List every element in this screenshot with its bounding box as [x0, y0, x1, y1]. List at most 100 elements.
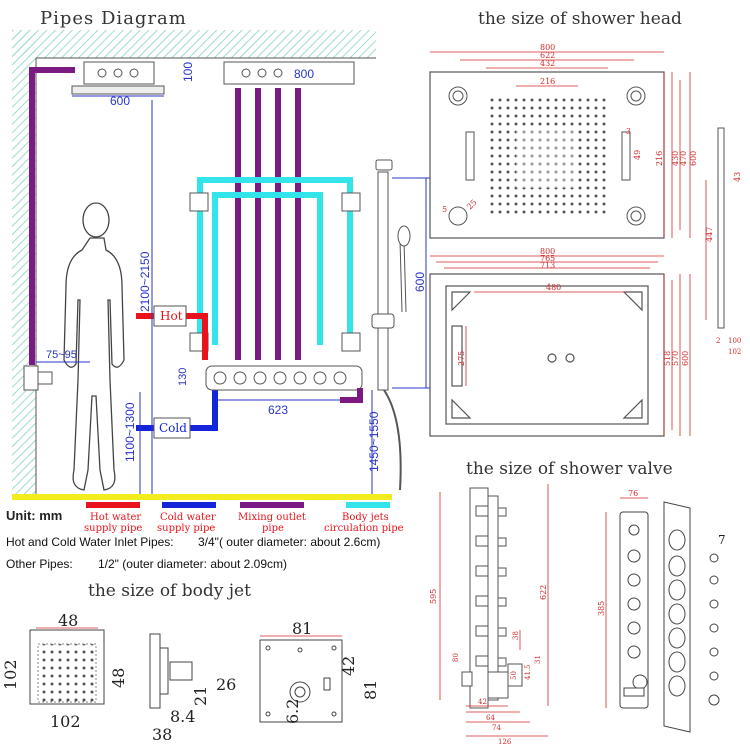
valve-41: 41.5 — [524, 664, 532, 680]
jet-a48-right: 48 — [109, 668, 128, 688]
head-h470: 470 — [679, 151, 688, 166]
back-b713: 713 — [540, 261, 555, 270]
back-b518: 518 — [663, 351, 672, 366]
jet-b8-4: 8.4 — [170, 707, 195, 726]
valve-42: 42 — [478, 698, 487, 706]
valve-front-view — [619, 511, 649, 709]
hot-label: Hot — [160, 309, 183, 323]
legend-hot-line2: supply pipe — [84, 523, 142, 534]
dim-100: 100 — [181, 62, 195, 82]
legend-cold-line2: supply pipe — [157, 523, 215, 534]
dim-600-head: 600 — [110, 94, 130, 108]
cold-label-box — [153, 417, 191, 439]
other-pipes-value: 1/2" (outer diameter: about 2.09cm) — [98, 557, 287, 571]
valve-80: 80 — [452, 653, 460, 662]
legend-mix-line1: Mixing outlet — [238, 512, 306, 523]
side-2: 2 — [716, 337, 720, 345]
shower-head-dim-lines — [430, 51, 691, 238]
head-d3: 3 — [626, 127, 631, 136]
shower-head-back-view — [429, 273, 665, 437]
shower-valve-body — [205, 365, 363, 391]
side-447: 447 — [705, 227, 714, 242]
body-jet-back — [259, 639, 343, 723]
valve-74: 74 — [492, 724, 501, 732]
floor-line — [12, 494, 392, 500]
back-b765: 765 — [540, 254, 555, 263]
back-b480: 480 — [546, 283, 561, 292]
side-102: 102 — [728, 348, 741, 356]
head-w432: 432 — [540, 59, 555, 68]
legend-body-swatch — [346, 502, 390, 508]
ceiling-shower-head-left — [71, 61, 165, 95]
legend-mix-line2: pipe — [262, 523, 284, 534]
hot-label-box — [153, 305, 187, 327]
shower-head-top-view — [429, 71, 665, 239]
head-h216: 216 — [655, 151, 664, 166]
valve-622: 622 — [539, 585, 548, 600]
back-b275: 275 — [457, 351, 466, 366]
head-d49: 49 — [633, 150, 642, 160]
valve-faceplate — [663, 501, 691, 733]
unit-label: Unit: mm — [6, 508, 62, 523]
body-jet-front — [29, 629, 105, 705]
legend-cold-line1: Cold water — [160, 512, 216, 523]
inlet-pipes-value: 3/4"( outer diameter: about 2.6cm) — [198, 535, 380, 549]
back-b570: 570 — [671, 351, 680, 366]
legend-cold-swatch — [162, 502, 216, 508]
mixing-pipes-vertical — [235, 88, 301, 360]
legend-body-line2: circulation pipe — [324, 523, 404, 534]
person-silhouette — [63, 202, 125, 491]
dim-2100-2150: 2100~2150 — [138, 251, 152, 312]
head-h430: 430 — [671, 151, 680, 166]
jet-b21: 21 — [191, 686, 210, 706]
jet-c42: 42 — [339, 656, 358, 676]
valve-7: 7 — [718, 533, 726, 547]
back-b800: 800 — [540, 247, 555, 256]
valve-50: 50 — [510, 671, 518, 680]
back-view-dim-lines — [430, 255, 691, 436]
hand-shower-rail — [371, 159, 411, 491]
jet-c6-2: 6.2 — [283, 699, 302, 724]
mixing-pipe-hand — [340, 388, 363, 403]
pipes-diagram-title: Pipes Diagram — [40, 8, 187, 29]
dim-75-95: 75~95 — [46, 349, 77, 361]
valve-31: 31 — [534, 655, 542, 664]
valve-side-view — [461, 487, 523, 709]
dim-130: 130 — [177, 368, 189, 386]
dim-1450-1550: 1450~1550 — [367, 411, 381, 472]
valve-64: 64 — [486, 714, 495, 722]
jet-b38: 38 — [152, 725, 172, 744]
body-jet-pipes — [197, 177, 353, 345]
head-w622: 622 — [540, 51, 555, 60]
legend-body-line1: Body jets — [342, 512, 389, 523]
valve-38: 38 — [512, 631, 520, 640]
legend-hot-swatch — [86, 502, 140, 508]
shower-head-side-view — [717, 127, 725, 329]
head-w800: 800 — [540, 43, 555, 52]
ceiling-shower-head-right — [223, 61, 355, 85]
valve-595: 595 — [429, 589, 438, 604]
valve-knobs — [708, 553, 720, 706]
jet-c81-right: 81 — [361, 680, 380, 700]
valve-dim-lines — [439, 484, 549, 737]
dim-800-head: 800 — [294, 67, 314, 81]
legend-hot-line1: Hot water — [90, 512, 141, 523]
shower-valve-title: the size of shower valve — [466, 459, 673, 479]
head-d5: 5 — [442, 205, 447, 214]
body-jet-side — [149, 633, 193, 709]
dim-1100-1300: 1100~1300 — [123, 402, 137, 462]
valve-76: 76 — [628, 489, 638, 498]
shower-head-title: the size of shower head — [478, 9, 682, 29]
jet-a48: 48 — [58, 611, 78, 630]
jet-b26: 26 — [216, 675, 236, 694]
body-jet-title: the size of body jet — [88, 581, 251, 601]
back-b600: 600 — [681, 351, 690, 366]
lower-left-valve — [23, 365, 53, 391]
side-100: 100 — [728, 337, 741, 345]
cold-label: Cold — [159, 421, 187, 435]
jet-c81-top: 81 — [292, 619, 312, 638]
other-pipes-label: Other Pipes: — [6, 557, 73, 571]
legend-mixing-swatch — [240, 502, 304, 508]
side-43: 43 — [733, 172, 742, 182]
